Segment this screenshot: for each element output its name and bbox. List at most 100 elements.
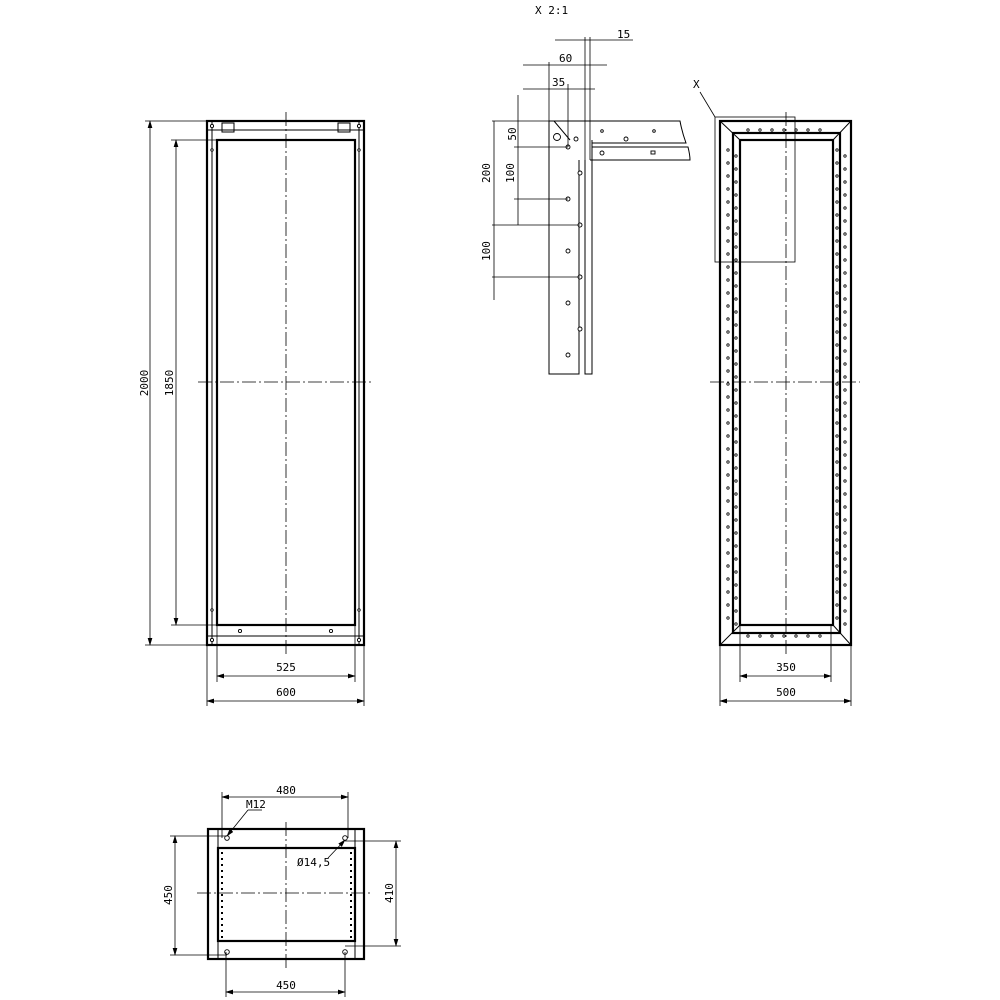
- front-frame-outer: [205, 119, 366, 647]
- perforation-hole: [843, 388, 847, 392]
- perforation-hole: [734, 323, 738, 327]
- perforation-hole: [350, 900, 352, 902]
- perforation-hole: [734, 271, 738, 275]
- perforation-hole: [835, 330, 839, 334]
- dim-35: 35: [552, 76, 565, 89]
- perforation-hole: [726, 174, 730, 178]
- perforation-hole: [758, 128, 762, 132]
- perforation-hole: [726, 551, 730, 555]
- perforation-hole: [734, 466, 738, 470]
- perforation-hole: [734, 310, 738, 314]
- perforation-hole: [843, 531, 847, 535]
- perforation-hole: [843, 258, 847, 262]
- side-frame-outer: [718, 119, 853, 647]
- perforation-hole: [843, 583, 847, 587]
- dim-410: 410: [383, 883, 396, 903]
- perforation-hole: [835, 304, 839, 308]
- perforation-hole: [734, 258, 738, 262]
- perforation-hole: [726, 304, 730, 308]
- perforation-hole: [835, 538, 839, 542]
- perforation-hole: [221, 888, 223, 890]
- perforation-hole: [746, 634, 750, 638]
- perforation-hole: [726, 486, 730, 490]
- dim-350: 350: [776, 661, 796, 674]
- perforation-hole: [835, 161, 839, 165]
- perforation-hole: [835, 187, 839, 191]
- perforation-hole: [734, 232, 738, 236]
- detail-title: X 2:1: [535, 4, 568, 17]
- perforation-hole: [794, 634, 798, 638]
- perforation-hole: [818, 128, 822, 132]
- perforation-hole: [221, 912, 223, 914]
- perforation-hole: [843, 323, 847, 327]
- dim-200: 200: [480, 163, 493, 183]
- perforation-hole: [806, 128, 810, 132]
- perforation-hole: [734, 479, 738, 483]
- perforation-hole: [726, 538, 730, 542]
- perforation-hole: [726, 473, 730, 477]
- perforation-hole: [726, 265, 730, 269]
- perforation-hole: [843, 193, 847, 197]
- dim-50: 50: [506, 127, 519, 140]
- perforation-hole: [835, 343, 839, 347]
- perforation-hole: [726, 512, 730, 516]
- perforation-hole: [734, 219, 738, 223]
- dim-525: 525: [276, 661, 296, 674]
- perforation-hole: [835, 434, 839, 438]
- perforation-hole: [221, 852, 223, 854]
- perforation-hole: [726, 148, 730, 152]
- perforation-hole: [835, 252, 839, 256]
- perforation-hole: [350, 852, 352, 854]
- perforation-hole: [843, 570, 847, 574]
- bottom-frame-inner: [216, 846, 357, 943]
- perforation-hole: [221, 924, 223, 926]
- perforation-hole: [221, 882, 223, 884]
- perforation-hole: [843, 453, 847, 457]
- perforation-hole: [726, 525, 730, 529]
- perforation-hole: [835, 408, 839, 412]
- perforation-hole: [726, 161, 730, 165]
- thread-label-m12: M12: [246, 798, 266, 811]
- perforation-hole: [350, 876, 352, 878]
- perforation-hole: [221, 858, 223, 860]
- perforation-hole: [726, 213, 730, 217]
- perforation-hole: [726, 395, 730, 399]
- perforation-hole: [734, 492, 738, 496]
- perforation-hole: [835, 577, 839, 581]
- perforation-hole: [726, 187, 730, 191]
- perforation-hole: [734, 193, 738, 197]
- perforation-hole: [835, 174, 839, 178]
- perforation-hole: [770, 128, 774, 132]
- perforation-hole: [350, 858, 352, 860]
- dim-500: 500: [776, 686, 796, 699]
- perforation-hole: [734, 362, 738, 366]
- perforation-hole: [746, 128, 750, 132]
- perforation-hole: [734, 596, 738, 600]
- perforation-hole: [843, 284, 847, 288]
- perforation-hole: [843, 557, 847, 561]
- dim-2000: 2000: [138, 370, 151, 397]
- perforation-hole: [835, 148, 839, 152]
- perforation-hole: [221, 936, 223, 938]
- bottom-view: 480 M12 Ø14,5 450 410 450: [162, 784, 401, 997]
- perforation-hole: [843, 219, 847, 223]
- perforation-hole: [835, 447, 839, 451]
- perforation-hole: [734, 206, 738, 210]
- perforation-hole: [835, 265, 839, 269]
- perforation-hole: [843, 245, 847, 249]
- perforation-hole: [835, 213, 839, 217]
- perforation-hole: [734, 388, 738, 392]
- perforation-hole: [350, 924, 352, 926]
- perforation-hole: [734, 427, 738, 431]
- perforation-hole: [734, 297, 738, 301]
- perforation-hole: [726, 590, 730, 594]
- perforation-hole: [734, 583, 738, 587]
- perforation-hole: [835, 564, 839, 568]
- perforation-hole: [843, 349, 847, 353]
- perforation-hole: [770, 634, 774, 638]
- perforation-hole: [734, 167, 738, 171]
- dim-100-a: 100: [504, 163, 517, 183]
- perforation-hole: [221, 930, 223, 932]
- perforation-hole: [843, 310, 847, 314]
- perforation-hole: [843, 505, 847, 509]
